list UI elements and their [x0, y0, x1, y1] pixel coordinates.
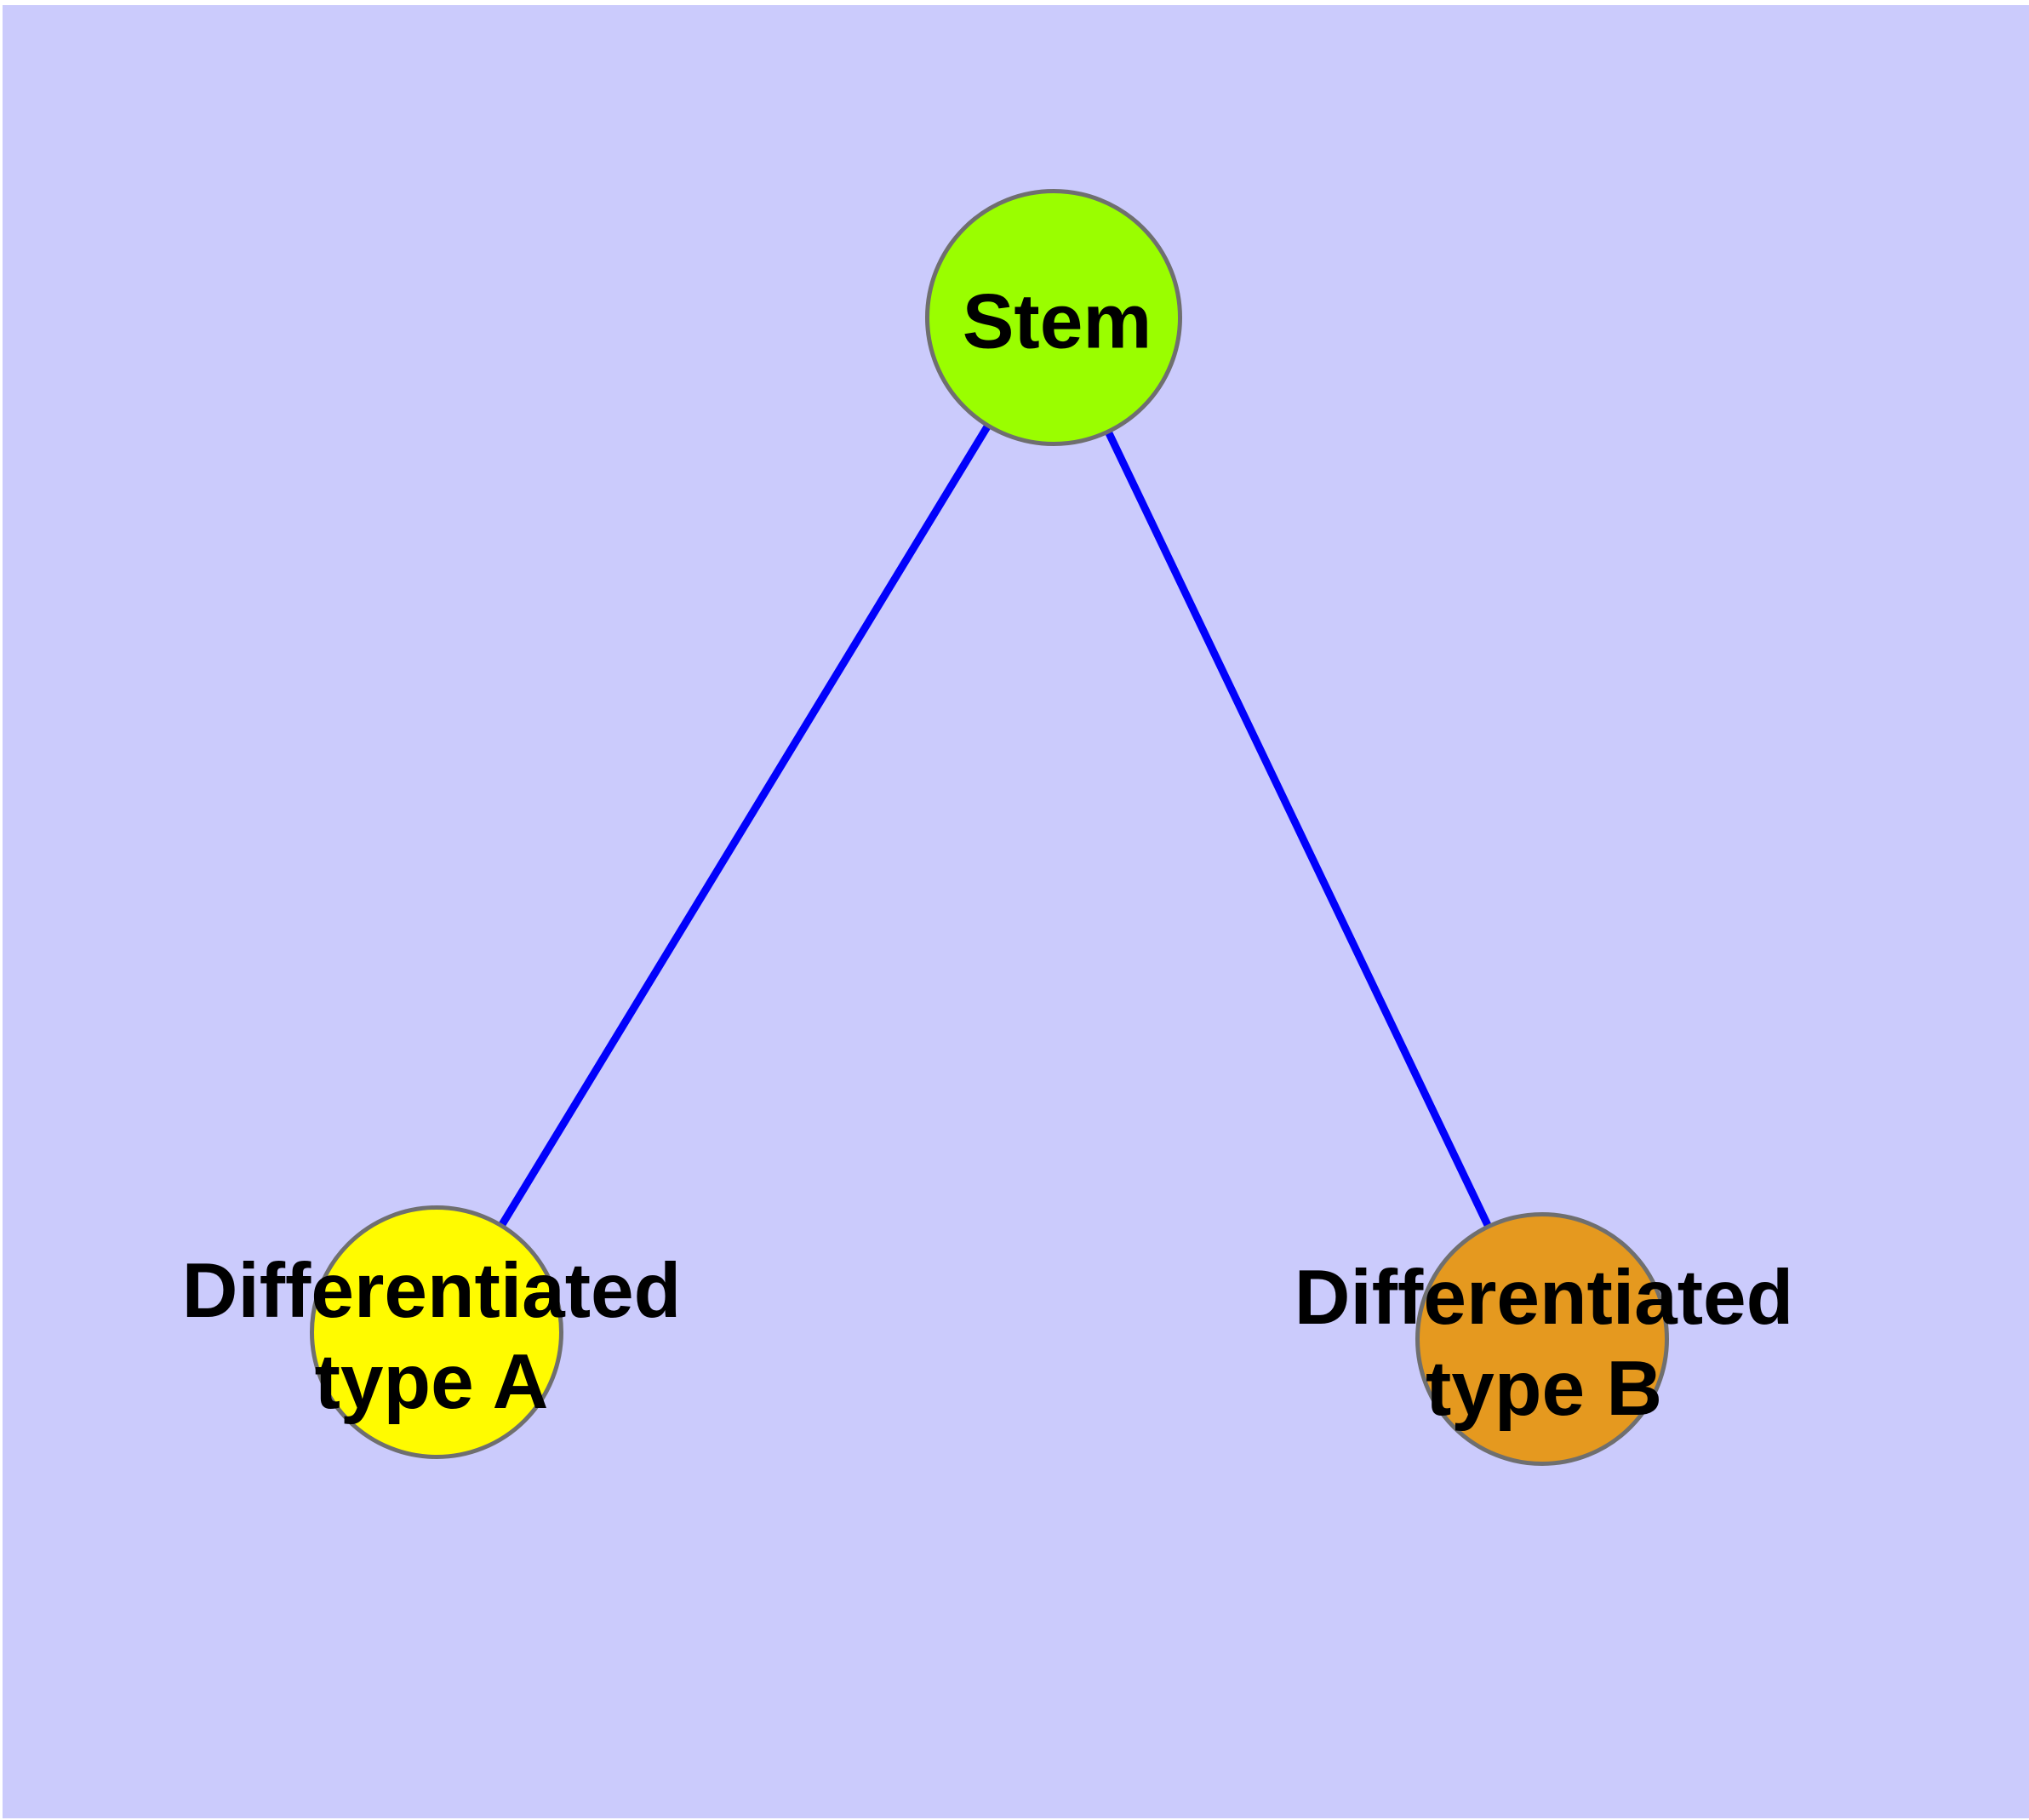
node-label-differentiated-type-b: Differentiated type B — [1294, 1255, 1794, 1432]
node-label-differentiated-type-a: Differentiated type A — [181, 1248, 682, 1425]
node-label-stem: Stem — [962, 278, 1152, 365]
edge-stem-to-type-a — [433, 315, 1057, 1335]
node-differentiated-type-b — [1415, 1212, 1669, 1466]
node-differentiated-type-a — [310, 1205, 563, 1459]
edge-stem-to-type-b — [1049, 316, 1546, 1341]
node-stem — [925, 189, 1182, 446]
